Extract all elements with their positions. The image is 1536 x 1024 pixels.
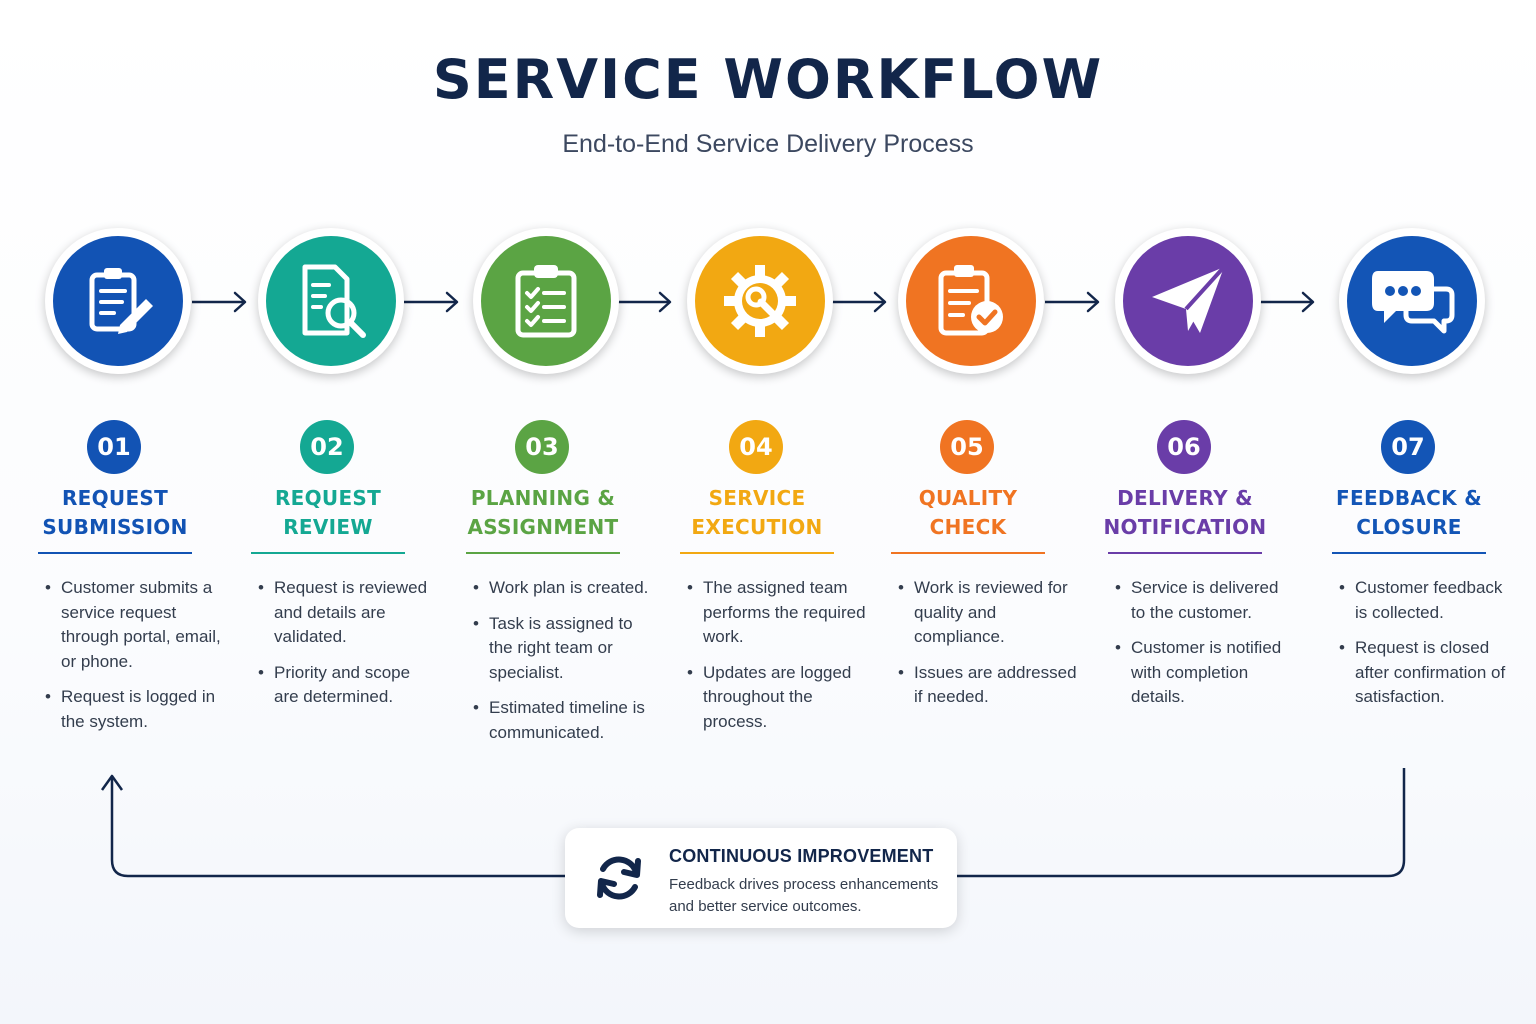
step-title: PLANNING & ASSIGNMENT <box>433 484 653 542</box>
step-divider <box>891 552 1045 554</box>
step-title-line2: NOTIFICATION <box>1103 515 1267 539</box>
step-title-line1: REQUEST <box>274 486 382 510</box>
step-title-line1: SERVICE <box>708 486 806 510</box>
page-subtitle: End-to-End Service Delivery Process <box>562 130 974 158</box>
step-title: FEEDBACK & CLOSURE <box>1299 484 1519 542</box>
step-icon-circle <box>1339 228 1485 374</box>
step-bullet-list: Work plan is created. Task is assigned to… <box>473 576 653 756</box>
step-bullet: Request is logged in the system. <box>45 685 225 734</box>
step-bullet: Customer is notified with completion det… <box>1115 636 1295 710</box>
step-title-line2: REVIEW <box>283 515 373 539</box>
continuous-improvement-title: CONTINUOUS IMPROVEMENT <box>669 846 934 866</box>
clipboard-pencil-icon <box>89 268 153 334</box>
continuous-improvement-box: CONTINUOUS IMPROVEMENT Feedback drives p… <box>565 828 957 928</box>
step-number-badge: 07 <box>1381 420 1435 474</box>
step-number-badge: 01 <box>87 420 141 474</box>
step-bullet: Priority and scope are determined. <box>258 661 438 710</box>
step-icon-circle <box>45 228 191 374</box>
step-title-line1: REQUEST <box>61 486 169 510</box>
step-icon-circle <box>258 228 404 374</box>
flow-arrow-4 <box>830 287 888 317</box>
step-bullet-list: Customer feedback is collected. Request i… <box>1339 576 1519 721</box>
step-number-badge: 05 <box>940 420 994 474</box>
step-bullet-list: Request is reviewed and details are vali… <box>258 576 438 721</box>
step-bullet: Customer feedback is collected. <box>1339 576 1519 625</box>
step-divider <box>466 552 620 554</box>
step-number-badge: 06 <box>1157 420 1211 474</box>
step-bullet-list: The assigned team performs the required … <box>687 576 867 745</box>
loop-line-right <box>957 768 1406 878</box>
checklist-icon <box>515 265 577 338</box>
step-divider <box>251 552 405 554</box>
step-icon-circle <box>687 228 833 374</box>
clipboard-check-icon <box>938 265 1003 336</box>
step-bullet: Issues are addressed if needed. <box>898 661 1078 710</box>
flow-arrow-6 <box>1258 287 1316 317</box>
step-icon-circle <box>898 228 1044 374</box>
step-title: DELIVERY & NOTIFICATION <box>1075 484 1295 542</box>
step-icon-circle <box>473 228 619 374</box>
refresh-cycle-icon <box>597 856 641 900</box>
flow-arrow-2 <box>402 287 460 317</box>
gear-wrench-icon <box>724 265 796 337</box>
step-title-line2: CHECK <box>929 515 1007 539</box>
step-divider <box>680 552 834 554</box>
paper-plane-icon <box>1152 265 1226 333</box>
document-search-icon <box>302 264 366 338</box>
flow-arrow-3 <box>615 287 673 317</box>
step-icon-circle <box>1115 228 1261 374</box>
step-bullet: Service is delivered to the customer. <box>1115 576 1295 625</box>
step-bullet: Updates are logged throughout the proces… <box>687 661 867 735</box>
step-divider <box>38 552 192 554</box>
step-divider <box>1108 552 1262 554</box>
flow-arrow-5 <box>1043 287 1101 317</box>
step-bullet-list: Work is reviewed for quality and complia… <box>898 576 1078 721</box>
step-bullet: The assigned team performs the required … <box>687 576 867 650</box>
step-number-badge: 02 <box>300 420 354 474</box>
step-bullet: Estimated timeline is communicated. <box>473 696 653 745</box>
loop-line <box>110 778 565 878</box>
step-title-line2: CLOSURE <box>1356 515 1462 539</box>
step-title-line2: ASSIGNMENT <box>467 515 619 539</box>
step-title: QUALITY CHECK <box>858 484 1078 542</box>
step-bullet: Request is closed after confirmation of … <box>1339 636 1519 710</box>
step-title-line2: SUBMISSION <box>42 515 188 539</box>
step-title-line2: EXECUTION <box>691 515 823 539</box>
step-title: REQUEST SUBMISSION <box>5 484 225 542</box>
step-title: SERVICE EXECUTION <box>647 484 867 542</box>
step-bullet: Work is reviewed for quality and complia… <box>898 576 1078 650</box>
step-title-line1: PLANNING & <box>470 486 616 510</box>
step-bullet: Work plan is created. <box>473 576 653 601</box>
step-title: REQUEST REVIEW <box>218 484 438 542</box>
step-number-badge: 04 <box>729 420 783 474</box>
step-bullet-list: Customer submits a service request throu… <box>45 576 225 745</box>
continuous-improvement-text: Feedback drives process enhancements and… <box>669 876 939 915</box>
step-number-badge: 03 <box>515 420 569 474</box>
step-title-line1: QUALITY <box>918 486 1018 510</box>
step-bullet-list: Service is delivered to the customer. Cus… <box>1115 576 1295 721</box>
loop-arrowhead <box>100 774 124 791</box>
step-bullet: Customer submits a service request throu… <box>45 576 225 674</box>
step-title-line1: DELIVERY & <box>1117 486 1253 510</box>
step-bullet: Task is assigned to the right team or sp… <box>473 612 653 686</box>
step-title-line1: FEEDBACK & <box>1336 486 1482 510</box>
step-bullet: Request is reviewed and details are vali… <box>258 576 438 650</box>
chat-bubbles-icon <box>1372 271 1455 334</box>
page-title: SERVICE WORKFLOW <box>432 48 1104 111</box>
step-divider <box>1332 552 1486 554</box>
flow-arrow-1 <box>190 287 248 317</box>
